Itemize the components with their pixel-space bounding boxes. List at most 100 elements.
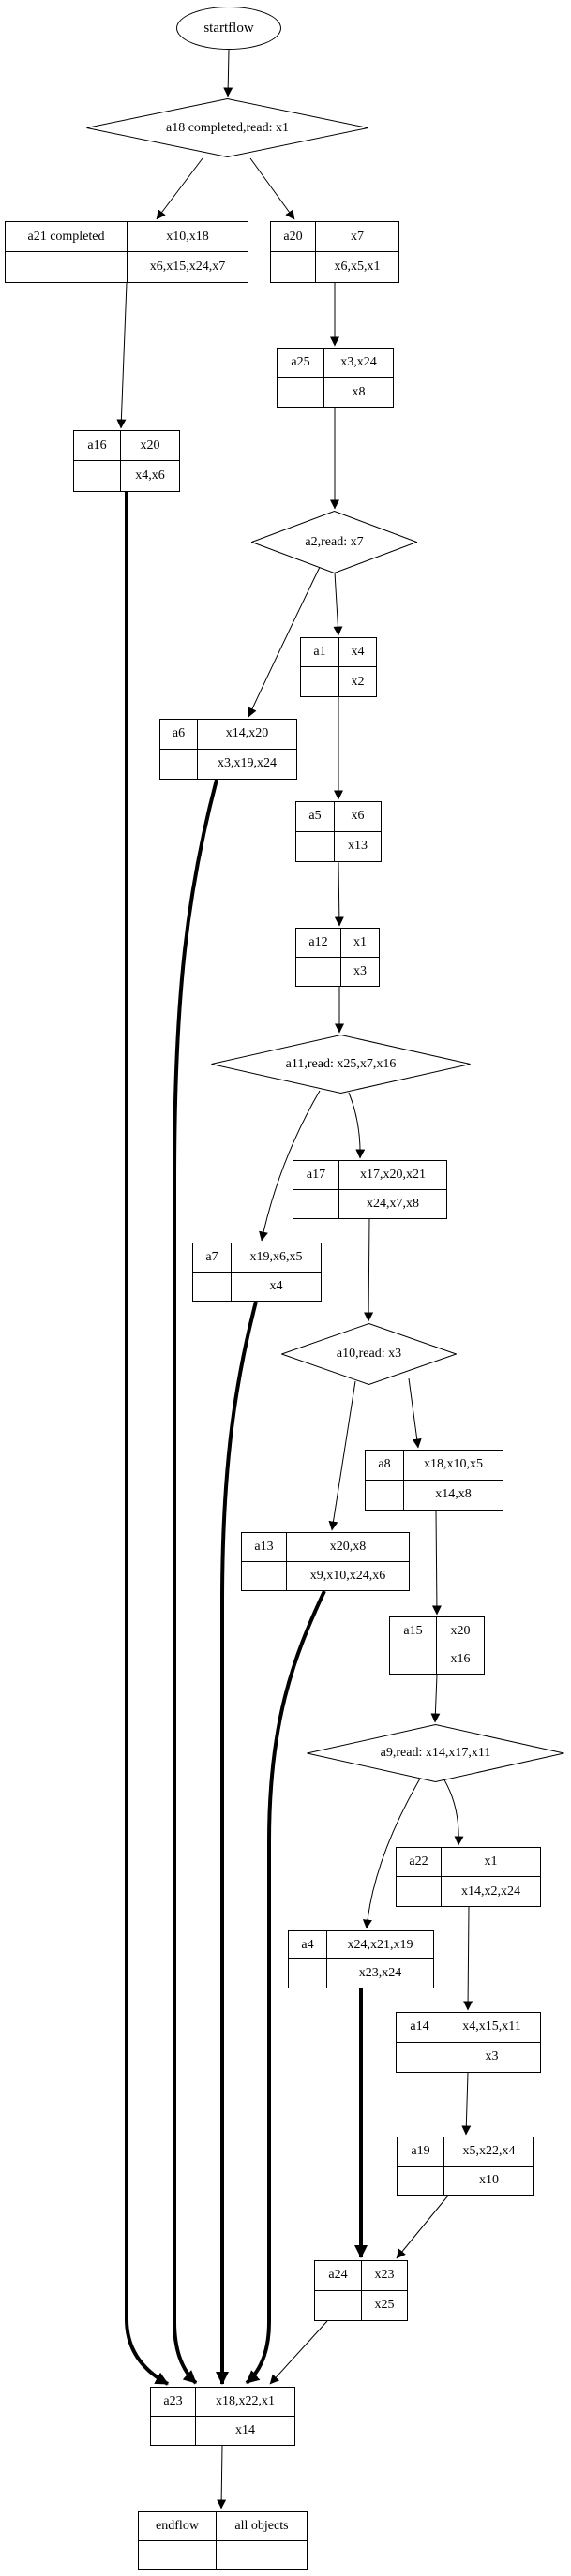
node-a10: a10,read: x3: [281, 1323, 457, 1385]
a14-name-cell: a14: [397, 2013, 443, 2043]
a9-diamond-shape: [307, 1724, 564, 1782]
a2-diamond-shape: [251, 511, 417, 573]
a17-bottom-cell: x24,x7,x8: [367, 1196, 419, 1211]
a6-top-cell: x14,x20: [198, 720, 296, 750]
a24-top-cell: x23: [362, 2261, 407, 2291]
a24-spacer-cell: [315, 2290, 362, 2320]
a16-spacer-cell: [74, 461, 121, 491]
startflow-label: startflow: [203, 20, 254, 36]
edge-a14-a19: [461, 2072, 472, 2136]
a22-top-cell: x1: [442, 1848, 540, 1877]
a12-top-cell: x1: [341, 929, 379, 958]
a11-label: a11,read: x25,x7,x16: [285, 1056, 397, 1071]
a19-name-cell: a19: [398, 2137, 444, 2167]
a17-top-cell: x17,x20,x21: [339, 1161, 446, 1190]
a18-label: a18 completed,read: x1: [165, 120, 289, 135]
a20-top-cell: x7: [316, 222, 398, 252]
a20-bottom-cell: x6,x5,x1: [334, 260, 381, 274]
a14-spacer-cell: [397, 2042, 443, 2072]
a5-spacer-cell: [296, 831, 335, 861]
edge-a10-a8: [408, 1377, 422, 1449]
a19-top-cell: x5,x22,x4: [444, 2137, 533, 2167]
a13-spacer-cell: [242, 1561, 287, 1590]
a23-spacer-cell: [151, 2416, 196, 2445]
a20-name-cell: a20: [271, 222, 316, 252]
a19-bottom-cell: x10: [479, 2172, 499, 2187]
a25-name-cell: a25: [278, 349, 324, 378]
edge-a9-a22: [443, 1778, 464, 1846]
edge-a7-a23: [216, 1301, 258, 2385]
edge-a24-a23: [269, 2320, 328, 2385]
a12-name-cell: a12: [296, 929, 341, 958]
a15-spacer-cell: [390, 1645, 437, 1674]
edge-a18-a21: [156, 157, 203, 220]
edge-a11-a7: [259, 1090, 321, 1242]
a16-name-cell: a16: [74, 431, 121, 461]
a24-name-cell: a24: [315, 2261, 362, 2291]
a7-top-cell: x19,x6,x5: [232, 1243, 321, 1273]
edge-a19-a24: [396, 2195, 449, 2259]
a5-top-cell: x6: [335, 802, 381, 832]
a9-label: a9,read: x14,x17,x11: [380, 1746, 491, 1760]
a19-spacer-cell: [398, 2166, 444, 2195]
edge-a5-a12: [334, 861, 344, 927]
a10-label: a10,read: x3: [336, 1347, 402, 1361]
a4-top-cell: x24,x21,x19: [327, 1931, 433, 1959]
a20-spacer-cell: [271, 252, 316, 282]
a12-bottom-cell: x3: [353, 963, 367, 978]
a8-bottom-cell: x14,x8: [435, 1487, 472, 1502]
a13-name-cell: a13: [242, 1533, 287, 1562]
endflow-name-cell: endflow: [139, 2512, 217, 2541]
a25-spacer-cell: [278, 378, 324, 407]
a15-name-cell: a15: [390, 1617, 437, 1645]
a14-bottom-cell: x3: [485, 2049, 499, 2064]
a4-spacer-cell: [289, 1959, 327, 1988]
a17-spacer-cell: [293, 1189, 339, 1218]
a23-name-cell: a23: [151, 2388, 196, 2417]
a22-spacer-cell: [397, 1877, 442, 1906]
a11-diamond-shape: [211, 1035, 471, 1094]
a5-bottom-cell: x13: [348, 839, 368, 854]
a7-name-cell: a7: [193, 1243, 232, 1273]
a2-label: a2,read: x7: [305, 534, 364, 549]
endflow-top-cell: all objects: [217, 2512, 307, 2541]
a23-top-cell: x18,x22,x1: [196, 2388, 294, 2417]
node-a2: a2,read: x7: [251, 511, 417, 573]
a13-bottom-cell: x9,x10,x24,x6: [309, 1568, 386, 1583]
a22-name-cell: a22: [397, 1848, 442, 1877]
edge-a10-a13: [328, 1380, 356, 1531]
endflow-spacer-cell: [139, 2540, 217, 2569]
edge-a21-a16: [116, 282, 128, 429]
a4-bottom-cell: x23,x24: [358, 1966, 402, 1980]
edge-startflow-a18: [223, 49, 233, 97]
a4-name-cell: a4: [289, 1931, 327, 1959]
edge-a6-a23: [173, 779, 218, 2385]
a7-spacer-cell: [193, 1272, 232, 1301]
a1-top-cell: x4: [339, 638, 376, 667]
a8-name-cell: a8: [366, 1451, 404, 1481]
edge-a23-endflow: [217, 2445, 227, 2509]
edge-a17-a10: [364, 1218, 374, 1322]
a14-top-cell: x4,x15,x11: [443, 2013, 540, 2043]
edge-a9-a4: [362, 1778, 421, 1929]
a13-top-cell: x20,x8: [287, 1533, 409, 1562]
a6-bottom-cell: x3,x19,x24: [218, 756, 277, 771]
edge-a2-a6: [248, 562, 323, 718]
a6-spacer-cell: [160, 749, 198, 779]
